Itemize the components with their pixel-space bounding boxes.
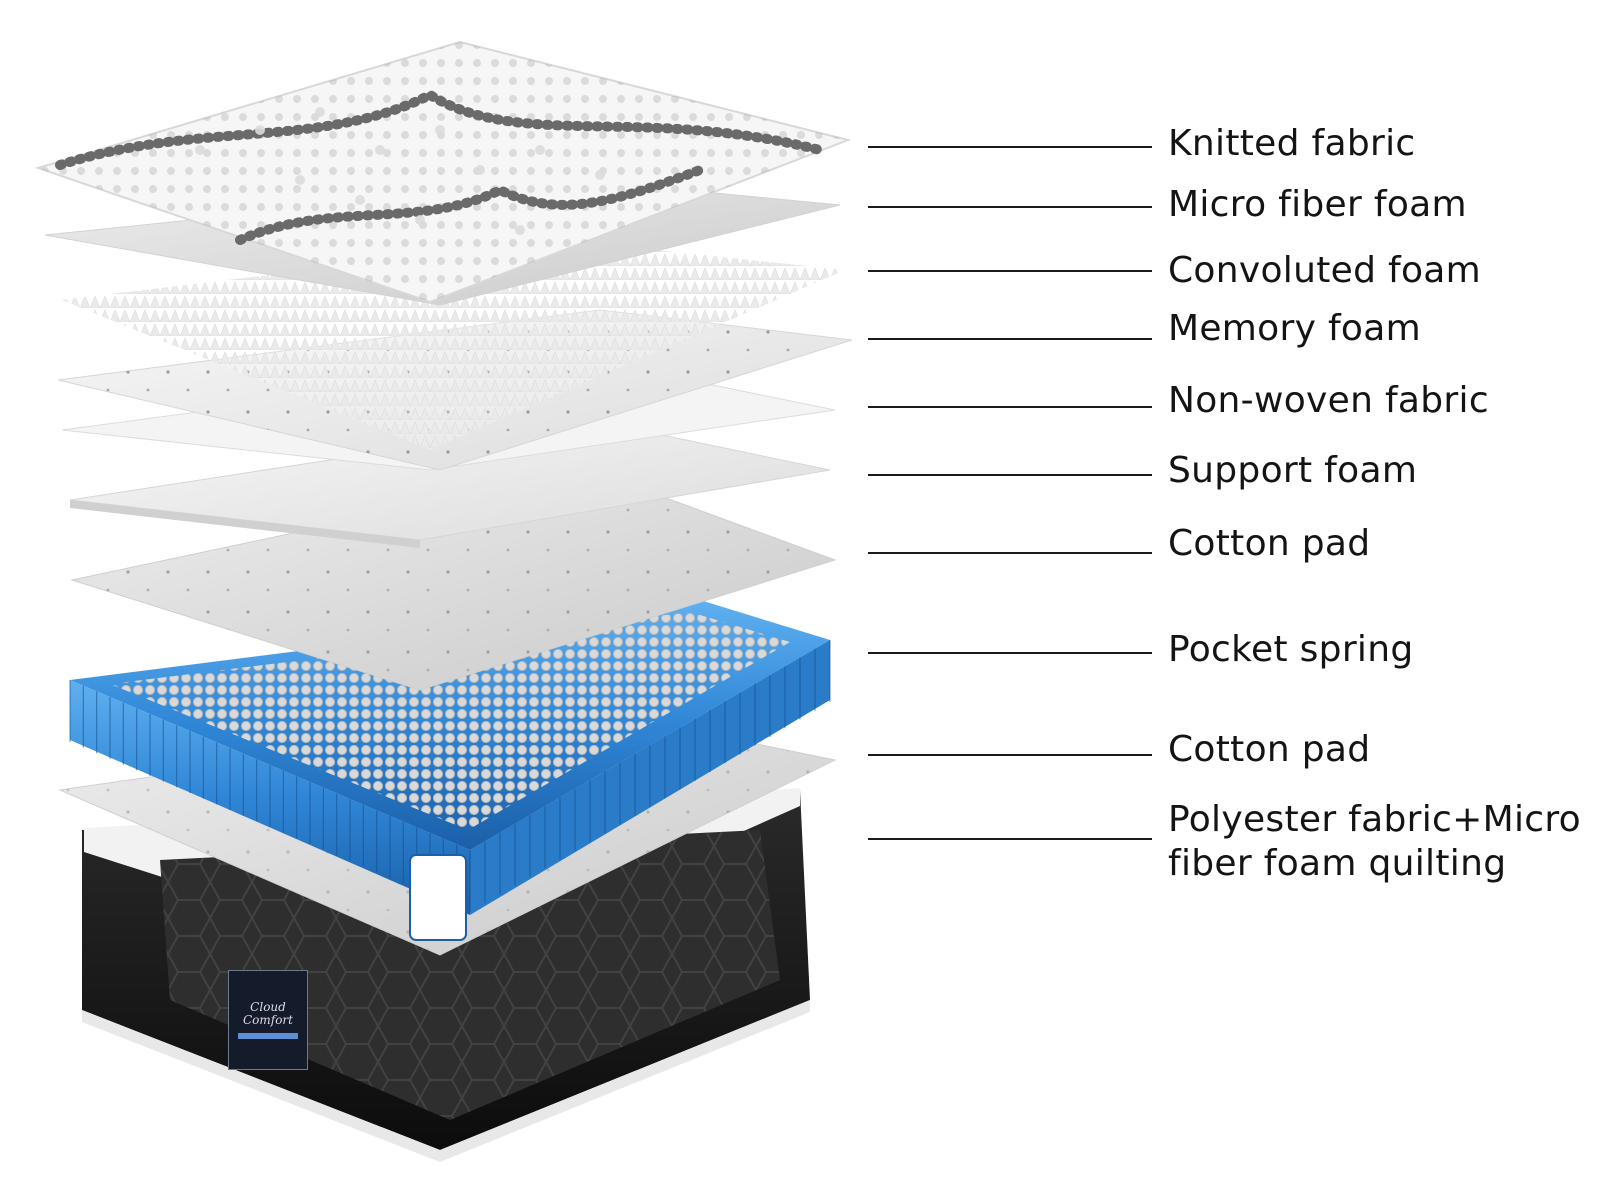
label-micro-fiber-foam: Micro fiber foam bbox=[1168, 184, 1467, 225]
leader-line bbox=[868, 838, 1152, 840]
label-polyester-quilting: Polyester fabric+Micro fiber foam quilti… bbox=[1168, 799, 1582, 884]
leader-line bbox=[868, 552, 1152, 554]
leader-line bbox=[868, 270, 1152, 272]
label-non-woven-fabric: Non-woven fabric bbox=[1168, 380, 1489, 421]
brand-accent-bar bbox=[238, 1033, 298, 1039]
leader-line bbox=[868, 652, 1152, 654]
label-cotton-pad-top: Cotton pad bbox=[1168, 523, 1371, 564]
leader-line bbox=[868, 146, 1152, 148]
label-support-foam: Support foam bbox=[1168, 450, 1418, 491]
leader-line bbox=[868, 338, 1152, 340]
label-memory-foam: Memory foam bbox=[1168, 308, 1421, 349]
leader-line bbox=[868, 206, 1152, 208]
brand-plate: Cloud Comfort bbox=[228, 970, 308, 1070]
leader-line bbox=[868, 406, 1152, 408]
brand-name-line2: Comfort bbox=[242, 1013, 293, 1027]
label-pocket-spring: Pocket spring bbox=[1168, 629, 1414, 670]
label-cotton-pad-bottom: Cotton pad bbox=[1168, 729, 1371, 770]
label-knitted-fabric: Knitted fabric bbox=[1168, 123, 1416, 164]
leader-line bbox=[868, 474, 1152, 476]
brand-name-line1: Cloud bbox=[250, 1000, 286, 1014]
pocket-spring-layer bbox=[69, 600, 831, 941]
knitted-fabric-layer bbox=[34, 40, 852, 304]
convoluted-foam-layer bbox=[62, 240, 845, 450]
label-convoluted-foam: Convoluted foam bbox=[1168, 250, 1482, 291]
leader-line bbox=[868, 754, 1152, 756]
